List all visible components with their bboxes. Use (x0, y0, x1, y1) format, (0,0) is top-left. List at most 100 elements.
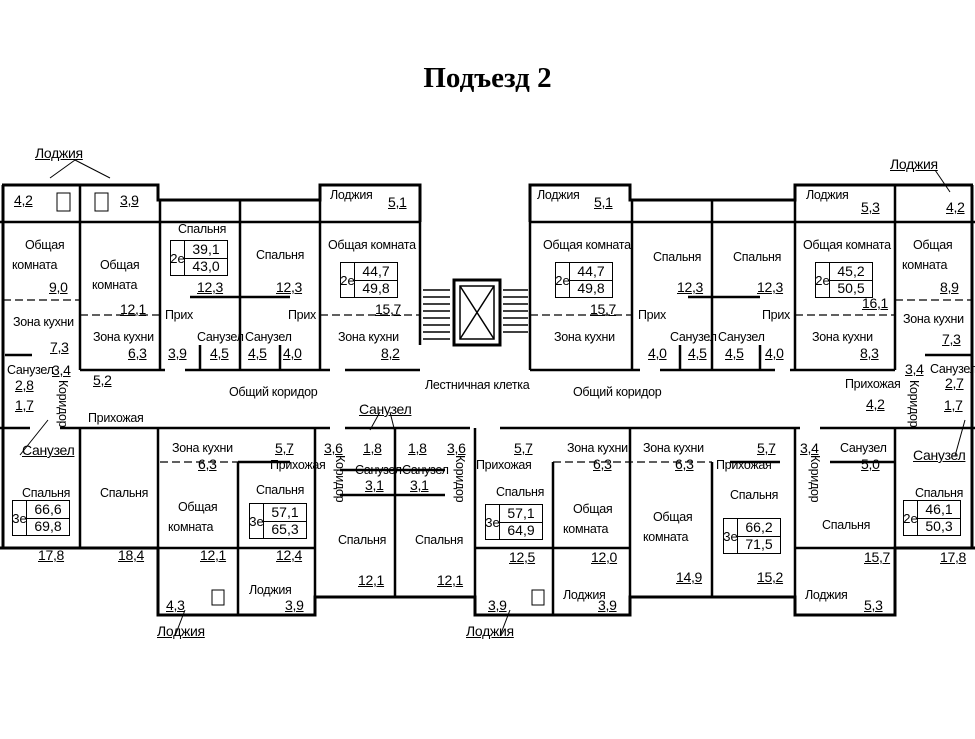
room-area-label: 15,2 (757, 569, 784, 585)
apartment-living-area: 45,2 (829, 263, 872, 281)
room-name-label: Лоджия (157, 623, 205, 639)
room-name-label: Лоджия (805, 588, 848, 602)
room-area-label: 14,9 (676, 569, 703, 585)
room-name-label: Зона кухни (567, 441, 628, 455)
room-area-label: 1,8 (363, 440, 382, 456)
room-name-label: Спальня (100, 486, 149, 500)
room-area-label: 7,3 (942, 331, 961, 347)
room-name-label: Зона кухни (812, 330, 873, 344)
room-area-label: 3,4 (800, 440, 819, 456)
room-name-label: Лоджия (35, 145, 83, 161)
room-name-label: Спальня (338, 533, 387, 547)
apartment-rooms: 3е (723, 528, 738, 544)
room-name-label: Санузел (245, 330, 292, 344)
apartment-total-area: 50,5 (829, 280, 872, 297)
room-name-label: комната (12, 258, 58, 272)
room-area-label: 2,7 (945, 375, 964, 391)
room-name-label: Прихожая (716, 458, 772, 472)
room-name-label: Спальня (415, 533, 464, 547)
room-area-label: 5,7 (757, 440, 776, 456)
room-area-label: 3,1 (410, 477, 429, 493)
room-name-label: Коридор (56, 380, 70, 428)
apartment-total-area: 69,8 (26, 518, 69, 535)
room-name-label: Зона кухни (643, 441, 704, 455)
room-name-label: Санузел (402, 463, 449, 477)
apartment-rooms: 2е (903, 510, 918, 526)
room-area-label: 16,1 (862, 295, 889, 311)
room-name-label: Лоджия (890, 156, 938, 172)
room-name-label: Лоджия (330, 188, 373, 202)
room-name-label: Спальня (256, 483, 305, 497)
room-area-label: 12,5 (509, 549, 536, 565)
room-name-label: комната (92, 278, 138, 292)
room-name-label: Общая (100, 258, 140, 272)
room-area-label: 3,9 (168, 345, 187, 361)
room-name-label: Спальня (915, 486, 964, 500)
room-area-label: 12,1 (437, 572, 464, 588)
room-area-label: 5,2 (93, 372, 112, 388)
room-name-label: Прих (165, 308, 193, 322)
room-area-label: 4,2 (866, 396, 885, 412)
room-area-label: 8,9 (940, 279, 959, 295)
room-area-label: 3,4 (52, 362, 71, 378)
room-area-label: 4,0 (283, 345, 302, 361)
room-name-label: Прих (288, 308, 316, 322)
room-area-label: 3,9 (120, 192, 139, 208)
room-name-label: Прихожая (476, 458, 532, 472)
room-name-label: Общий коридор (229, 385, 318, 399)
apartment-rooms: 2е (555, 272, 570, 288)
stairwell (423, 278, 528, 347)
room-area-label: 17,8 (38, 547, 65, 563)
room-name-label: Спальня (730, 488, 779, 502)
apartment-living-area: 39,1 (184, 241, 227, 259)
room-area-label: 7,3 (50, 339, 69, 355)
room-name-label: Зона кухни (554, 330, 615, 344)
room-name-label: Общая (573, 502, 613, 516)
room-name-label: Коридор (808, 455, 822, 503)
room-name-label: Спальня (496, 485, 545, 499)
apartment-total-area: 49,8 (569, 280, 612, 297)
apartment-total-area: 64,9 (499, 522, 542, 539)
room-area-label: 12,1 (200, 547, 227, 563)
room-name-label: Общая комната (328, 238, 416, 252)
room-area-label: 5,3 (861, 199, 880, 215)
apartment-living-area: 44,7 (354, 263, 397, 281)
interior-walls (0, 185, 975, 615)
room-name-label: комната (643, 530, 689, 544)
room-area-label: 18,4 (118, 547, 145, 563)
room-name-label: Зона кухни (13, 315, 74, 329)
apartment-living-area: 44,7 (569, 263, 612, 281)
room-name-label: Санузел (913, 447, 966, 463)
room-area-label: 5,3 (864, 597, 883, 613)
room-area-label: 3,4 (905, 361, 924, 377)
room-area-label: 4,5 (688, 345, 707, 361)
room-name-label: Санузел (359, 401, 412, 417)
apartment-rooms: 2е (170, 250, 185, 266)
room-area-label: 3,6 (324, 440, 343, 456)
room-name-label: Общая комната (543, 238, 631, 252)
room-area-label: 5,1 (388, 194, 407, 210)
room-area-label: 12,4 (276, 547, 303, 563)
room-name-label: Прихожая (845, 377, 901, 391)
room-area-label: 12,3 (677, 279, 704, 295)
room-area-label: 8,2 (381, 345, 400, 361)
room-area-label: 5,1 (594, 194, 613, 210)
room-name-label: Санузел (930, 362, 975, 376)
room-name-label: Санузел (670, 330, 717, 344)
room-name-label: Общая (913, 238, 953, 252)
room-name-label: Прих (638, 308, 666, 322)
apartment-living-area: 46,1 (917, 501, 960, 519)
room-area-label: 1,7 (15, 397, 34, 413)
room-name-label: Санузел (22, 442, 75, 458)
apartment-total-area: 43,0 (184, 258, 227, 275)
outer-walls (0, 183, 975, 617)
room-area-label: 4,5 (725, 345, 744, 361)
room-area-label: 6,3 (593, 456, 612, 472)
apartment-total-area: 65,3 (263, 521, 306, 538)
room-area-label: 12,1 (358, 572, 385, 588)
room-name-label: Санузел (355, 463, 402, 477)
